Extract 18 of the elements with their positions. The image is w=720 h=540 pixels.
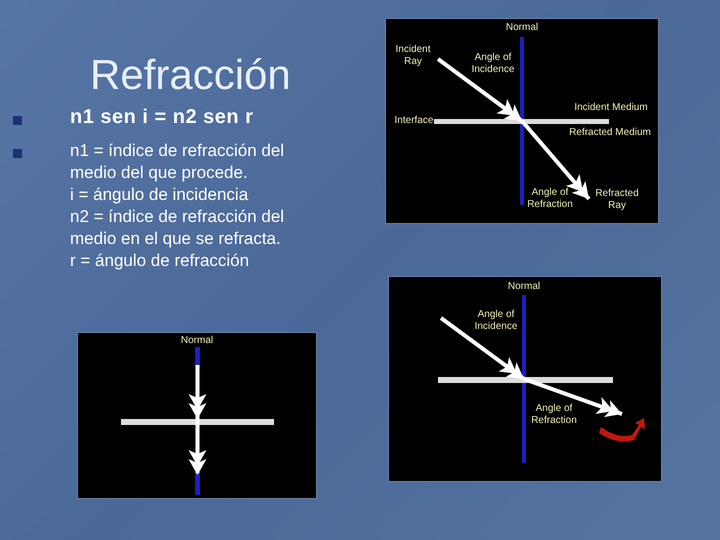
diagram-label: Normal — [504, 22, 540, 34]
diagram-label: Incident Medium — [573, 102, 649, 114]
slide-title: Refracción — [90, 50, 291, 100]
bullet-text: n2 = índice de refracción del medio en el que se refracta. — [70, 206, 286, 250]
diagram-label: Normal — [180, 335, 214, 347]
bullet-text: i = ángulo de incidencia — [70, 184, 250, 206]
bullet-text: r = ángulo de refracción — [70, 250, 250, 272]
bullet-text: n1 = índice de refracción del medio del que procede. — [70, 140, 286, 184]
diagram-label: Angle of Incidence — [474, 309, 518, 333]
diagram-label: Angle of Refraction — [526, 187, 574, 211]
diagram-label: Normal — [506, 281, 542, 293]
diagram-label: Refracted Medium — [568, 127, 652, 139]
diagram-label: Interface — [394, 115, 434, 127]
formula-text: n1 sen i = n2 sen r — [70, 106, 254, 128]
diagram-label: Incident Ray — [394, 44, 432, 68]
diagram-label: Angle of Incidence — [470, 52, 516, 76]
diagram-label: Angle of Refraction — [530, 403, 578, 427]
diagram-label: Refracted Ray — [594, 188, 640, 212]
